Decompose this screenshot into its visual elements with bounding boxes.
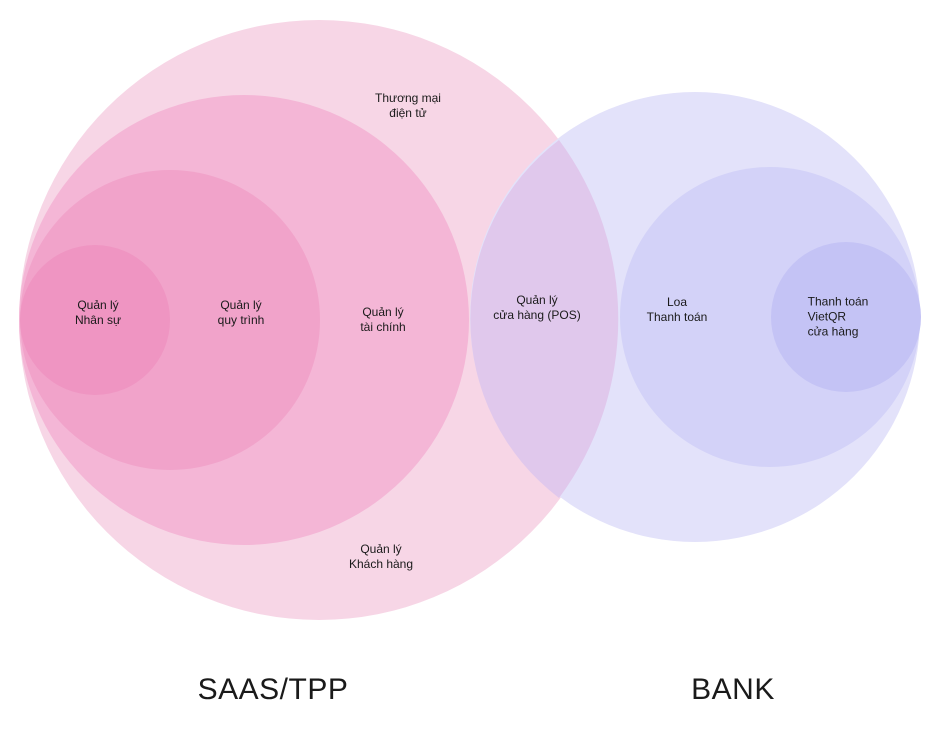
label-quan-ly-cua-hang-pos: Quản lý cửa hàng (POS) [493, 293, 581, 322]
group-label-bank: BANK [691, 673, 775, 706]
circle-loa-thanh-toan [620, 167, 920, 467]
overlap-pos-region [470, 140, 619, 498]
label-quan-ly-nhan-su: Quản lý Nhân sự [74, 298, 122, 327]
label-quan-ly-khach-hang: Quản lý Khách hàng [348, 542, 414, 571]
label-loa-thanh-toan: Loa Thanh toán [646, 295, 708, 324]
circle-vietqr [771, 242, 921, 392]
group-label-saas-tpp: SAAS/TPP [197, 673, 349, 706]
label-thanh-toan-vietqr: Thanh toán VietQR cửa hàng [807, 294, 869, 339]
label-quan-ly-quy-trinh: Quản lý quy trình [217, 298, 265, 327]
label-thuong-mai-dien-tu: Thương mại điện tử [375, 91, 441, 120]
circle-nhan-su [20, 245, 170, 395]
label-quan-ly-tai-chinh: Quản lý tài chính [360, 305, 406, 334]
